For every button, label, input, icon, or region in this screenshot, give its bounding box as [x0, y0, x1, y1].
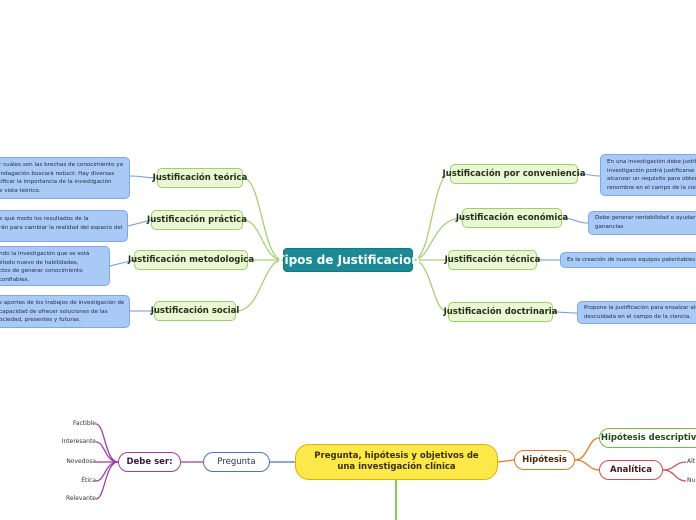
leaf-line: En una investigación debe justifi: [607, 159, 696, 165]
leaf-line: descuidada en el campo de la ciencia.: [584, 313, 692, 320]
item-relevante[interactable]: Relevante: [65, 495, 96, 502]
item-nu[interactable]: Nu: [687, 477, 696, 484]
leaf-line: investigación podrá justificarse a: [607, 167, 696, 174]
leaf-line: ganancias: [595, 223, 624, 230]
branch-justificacion-doctrinaria[interactable]: Justificación doctrinaria: [444, 302, 557, 322]
leaf-line: indagación buscará reducir. Hay diversas: [0, 170, 115, 177]
leaf-conveniencia-text: En una investigación debe justifi invest…: [600, 154, 696, 196]
node-hipotesis-descriptiva[interactable]: Hipótesis descriptiva: [599, 428, 696, 448]
leaf-line: Es la creación de nuevos equipos patenta…: [567, 257, 696, 263]
leaf-line: ociedad, presentes y futuras.: [0, 317, 81, 324]
branch-justificacion-economica[interactable]: Justificación económica: [456, 208, 568, 228]
leaf-line: e vista teórico.: [0, 187, 41, 194]
leaf-line: e qué modo los resultados de la: [0, 216, 89, 222]
item-factible[interactable]: Factible: [72, 420, 96, 427]
leaf-line: rán para cambiar la realidad del espacio…: [0, 224, 123, 231]
item-novedosa[interactable]: Novedosa: [66, 458, 96, 465]
leaf-line: étodo nuevo de habilidades,: [0, 259, 79, 266]
leaf-doctrinaria-text: Propone la justificación para ensalzar a…: [577, 301, 696, 324]
branch-justificacion-metodologica[interactable]: Justificación metodologica: [128, 250, 254, 270]
item-alt[interactable]: Alt: [687, 458, 696, 465]
leaf-line: tificar la importancia de la investigaci…: [0, 179, 112, 186]
item-interesante[interactable]: Interesante: [61, 438, 96, 445]
branch-justificacion-social[interactable]: Justificación social: [151, 301, 239, 321]
node-analitica[interactable]: Analítica: [599, 460, 663, 480]
leaf-line: ctos de generar conocimiento: [0, 268, 83, 275]
leaf-metodologica-text: ndo la investigación que se está étodo n…: [0, 246, 110, 286]
item-etica[interactable]: Ética: [81, 477, 96, 484]
leaf-line: confiables.: [0, 276, 30, 283]
leaf-tecnica-text: Es la creación de nuevos equipos patenta…: [560, 252, 696, 268]
leaf-practica-text: e qué modo los resultados de la rán para…: [0, 210, 128, 242]
node-debe-ser[interactable]: Debe ser:: [118, 452, 181, 472]
node-pregunta[interactable]: Pregunta: [203, 452, 270, 472]
branch-justificacion-practica[interactable]: Justificación práctica: [147, 210, 247, 230]
central-topic[interactable]: Tipos de Justificacion: [276, 248, 420, 272]
leaf-teorica-text: r cuáles son las brechas de conocimiento…: [0, 157, 130, 199]
leaf-line: renombre en el campo de la cien: [607, 184, 696, 191]
leaf-line: capacidad de ofrecer soluciones de las: [0, 308, 108, 315]
leaf-line: r cuáles son las brechas de conocimiento…: [0, 162, 124, 168]
leaf-line: alcanzar un requisito para obten: [607, 176, 696, 183]
leaf-line: ndo la investigación que se está: [0, 251, 90, 257]
branch-justificacion-tecnica[interactable]: Justificación técnica: [445, 250, 540, 270]
leaf-line: Debe generar rentabilidad o ayudar a: [595, 215, 696, 221]
branch-justificacion-conveniencia[interactable]: Justificación por conveniencia: [443, 164, 585, 184]
node-hipotesis[interactable]: Hipótesis: [514, 450, 575, 470]
branch-justificacion-teorica[interactable]: Justificación teórica: [153, 168, 247, 188]
leaf-line: Propone la justificación para ensalzar a…: [584, 305, 696, 311]
leaf-social-text: s aportes de los trabajos de investigaci…: [0, 295, 130, 328]
leaf-economica-text: Debe generar rentabilidad o ayudar a gan…: [588, 211, 696, 235]
leaf-line: s aportes de los trabajos de investigaci…: [0, 300, 125, 306]
second-central-topic[interactable]: Pregunta, hipótesis y objetivos de una i…: [295, 444, 498, 480]
